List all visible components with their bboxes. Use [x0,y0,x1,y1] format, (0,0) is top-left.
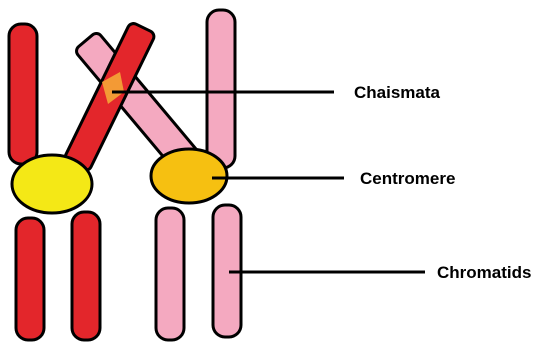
chiasmata-label: Chaismata [354,83,441,102]
red-chromatid-lower-left [16,218,44,340]
right-centromere [151,149,227,203]
pink-chromatid-upper-right [207,10,235,168]
left-centromere [12,155,92,213]
centromere-label: Centromere [360,169,455,188]
red-chromatid-lower-right [72,212,100,340]
pink-chromatid-lower-left [156,208,184,340]
red-chromatid-upper-left [9,24,37,164]
chromatids-label: Chromatids [437,263,531,282]
